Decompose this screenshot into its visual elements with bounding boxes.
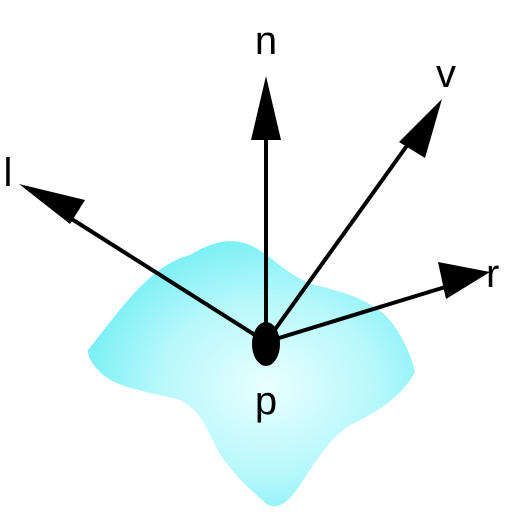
label-p: p — [255, 379, 277, 423]
reflection-vector-line — [264, 282, 457, 344]
arrowheads — [19, 76, 490, 299]
label-n: n — [255, 19, 277, 63]
normal-arrowhead — [251, 76, 281, 140]
label-l: l — [4, 151, 13, 195]
vectors — [46, 126, 457, 344]
view-vector-line — [264, 138, 413, 344]
label-v: v — [436, 52, 456, 96]
reflection-arrowhead — [438, 262, 490, 299]
label-r: r — [486, 252, 499, 296]
view-arrowhead — [399, 99, 442, 158]
point-p-dot — [252, 322, 280, 366]
surface-patch — [88, 241, 415, 507]
light-vector-line — [46, 202, 268, 344]
light-arrowhead — [19, 184, 85, 224]
